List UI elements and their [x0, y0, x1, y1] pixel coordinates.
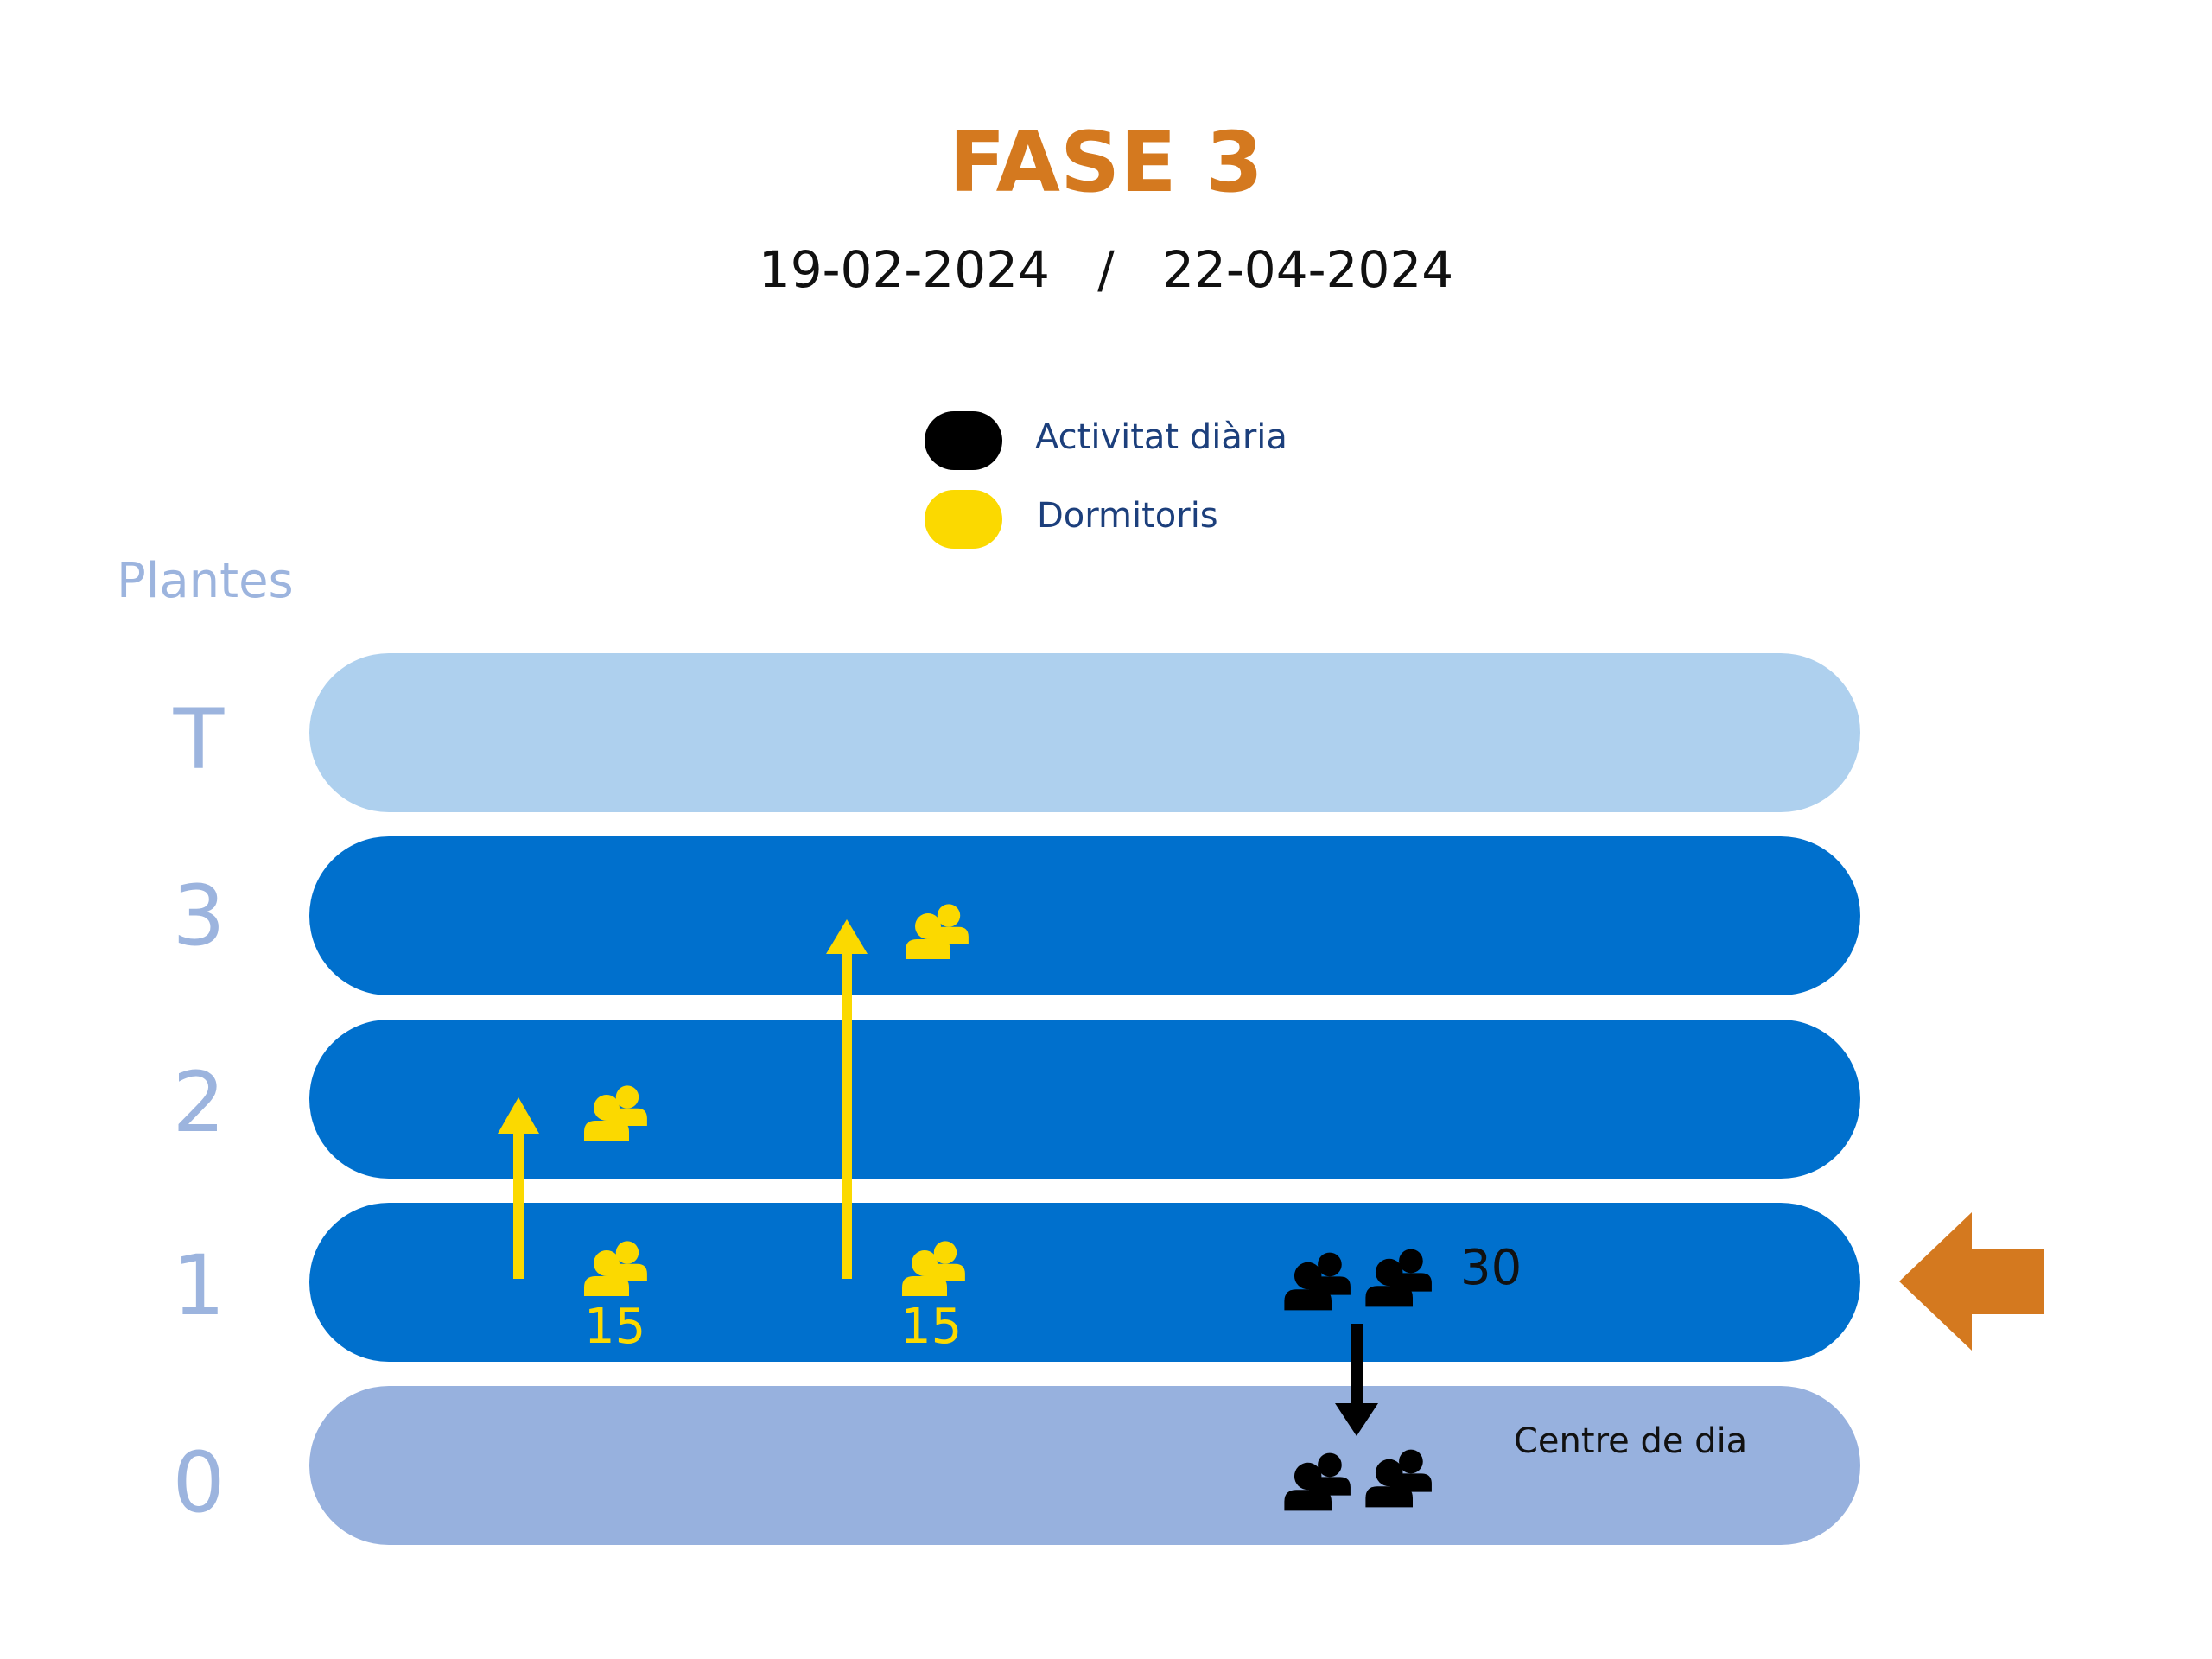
- floor-label-2: 2: [172, 1054, 226, 1151]
- people-group-icon: [1365, 1450, 1432, 1508]
- legend-label-dormitoris: Dormitoris: [1037, 496, 1218, 536]
- legend-swatch-dormitoris: [925, 490, 1002, 549]
- dorm-count-b: 15: [900, 1299, 963, 1355]
- arrow-up-icon: [498, 1097, 539, 1279]
- dorm-count-a: 15: [584, 1299, 646, 1355]
- activity-count: 30: [1460, 1240, 1522, 1296]
- floor-label-1: 1: [172, 1237, 226, 1334]
- floor-band-0: [309, 1386, 1860, 1545]
- arrow-up-icon: [826, 919, 868, 1279]
- people-group-icon: [1284, 1453, 1351, 1511]
- floor-label-0: 0: [172, 1434, 226, 1531]
- start-date: 19-02-2024: [758, 240, 1050, 299]
- axis-title: Plantes: [117, 553, 294, 609]
- page-title: FASE 3: [949, 114, 1263, 211]
- arrow-down-icon: [1335, 1324, 1378, 1436]
- floor-band-2: [309, 1020, 1860, 1179]
- centre-de-dia-label: Centre de dia: [1514, 1421, 1748, 1461]
- people-group-icon: [584, 1085, 647, 1141]
- end-date: 22-04-2024: [1162, 240, 1454, 299]
- date-separator: /: [1097, 240, 1115, 299]
- date-range: 19-02-2024 / 22-04-2024: [0, 245, 2212, 295]
- people-group-icon: [584, 1241, 647, 1296]
- legend-swatch-activitat: [925, 411, 1002, 470]
- floor-band-3: [309, 836, 1860, 995]
- people-group-icon: [906, 904, 969, 959]
- people-group-icon: [902, 1241, 965, 1296]
- legend-label-activitat: Activitat diària: [1035, 417, 1287, 457]
- arrow-left-icon: [1899, 1212, 2044, 1351]
- people-group-icon: [1365, 1249, 1432, 1307]
- floor-band-t: [309, 653, 1860, 812]
- floor-band-1: [309, 1203, 1860, 1362]
- people-group-icon: [1284, 1253, 1351, 1311]
- floor-label-t: T: [173, 691, 225, 788]
- floor-label-3: 3: [172, 868, 226, 964]
